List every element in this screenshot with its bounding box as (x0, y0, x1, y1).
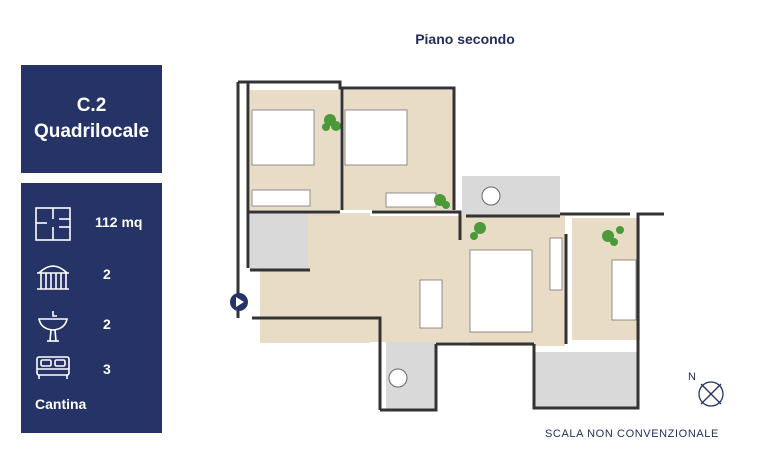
bed-right (344, 109, 408, 166)
floor-title: Piano secondo (415, 31, 515, 47)
dining-table (419, 279, 443, 329)
bathrooms-value: 2 (103, 316, 111, 332)
balconies-value: 2 (103, 266, 111, 282)
unit-code: C.2 (76, 95, 107, 116)
sofa-area (469, 249, 533, 333)
north-label: N (688, 371, 696, 383)
table-round (388, 368, 408, 388)
unit-type: Quadrilocale (33, 121, 150, 142)
play-icon (236, 297, 244, 307)
terrace-top (462, 176, 560, 216)
spec-bedrooms: 3 (21, 350, 162, 390)
specs-panel: 112 mq 2 (21, 183, 162, 433)
spec-balconies: 2 (21, 255, 162, 295)
compass-icon (698, 381, 724, 407)
balcony-icon (37, 265, 69, 290)
bedrooms-value: 3 (103, 361, 111, 377)
sink-icon (38, 311, 68, 342)
floor-plan-icon (35, 207, 71, 241)
spec-area: 112 mq (21, 203, 162, 243)
plants (322, 114, 624, 246)
bed-left (251, 109, 315, 166)
bathroom-floors (250, 213, 638, 408)
area-value: 112 mq (95, 214, 143, 230)
scale-note: SCALA NON CONVENZIONALE (545, 428, 719, 440)
spec-bathrooms: 2 (21, 305, 162, 345)
cellar-label: Cantina (35, 396, 87, 412)
bed-icon (36, 356, 70, 379)
unit-card: C.2 Quadrilocale (21, 65, 162, 173)
walls (236, 80, 664, 412)
